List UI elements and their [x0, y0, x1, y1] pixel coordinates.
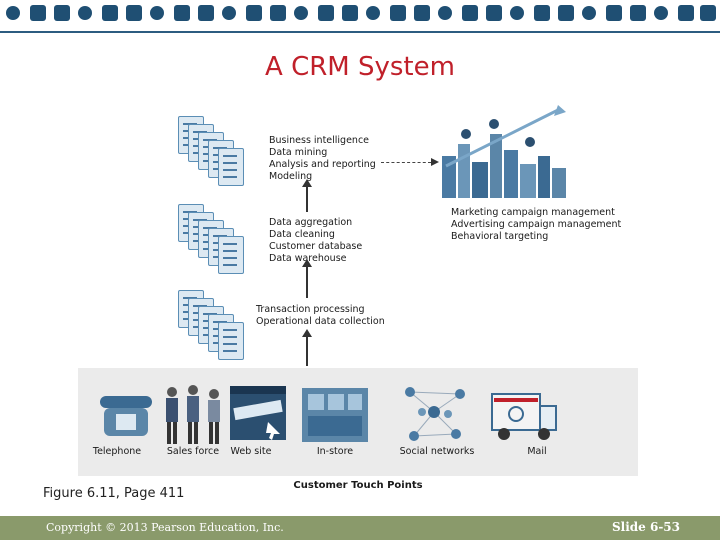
truck-icon [606, 5, 622, 21]
envelope-icon [462, 5, 478, 21]
layer-line: Operational data collection [256, 316, 385, 327]
server-icon [218, 148, 244, 186]
icon-banner [0, 0, 720, 33]
copyright-text: Copyright © 2013 Pearson Education, Inc. [46, 521, 284, 534]
layer-line: Transaction processing [256, 304, 365, 315]
at-sign-icon [438, 6, 452, 20]
up-arrow [302, 179, 312, 212]
wifi-icon [582, 6, 596, 20]
server-icon [218, 322, 244, 360]
server-icon [218, 236, 244, 274]
phone-icon [414, 5, 430, 21]
house-icon [174, 5, 190, 21]
web-site-icon [230, 386, 286, 440]
house-icon [390, 5, 406, 21]
plane-icon [678, 5, 694, 21]
touch-point-label: In-store [316, 446, 354, 457]
house-icon [630, 5, 646, 21]
globe-icon [294, 6, 308, 20]
sales-force-icon [166, 385, 220, 444]
touch-point-label: Mail [527, 446, 547, 457]
truck-icon [270, 5, 286, 21]
computer-icon [102, 5, 118, 21]
touch-point-label: Telephone [92, 446, 142, 457]
globe-icon [78, 6, 92, 20]
output-line: Marketing campaign management [451, 207, 615, 218]
layer-line: Customer database [269, 241, 363, 252]
telephone-icon [100, 396, 152, 436]
layer-line: Analysis and reporting [269, 159, 376, 170]
plane-icon [342, 5, 358, 21]
sms-icon [198, 5, 214, 21]
touch-points-strip: Telephone Sales force Web site In-store [78, 368, 638, 476]
in-store-icon [302, 388, 368, 442]
footer-bar: Copyright © 2013 Pearson Education, Inc.… [0, 516, 720, 540]
touch-points-title: Customer Touch Points [293, 480, 423, 491]
banner-divider [0, 31, 720, 33]
envelope-icon [700, 5, 716, 21]
wifi-icon [150, 6, 164, 20]
touch-point-label: Sales force [166, 446, 220, 457]
slide-title: A CRM System [265, 52, 455, 82]
computer-icon [318, 5, 334, 21]
up-arrow [302, 259, 312, 298]
phone-icon [54, 5, 70, 21]
layer-line: Business intelligence [269, 135, 370, 146]
touch-point-label: Web site [230, 446, 272, 457]
figure-caption: Figure 6.11, Page 411 [43, 486, 185, 501]
dashed-arrow [381, 158, 439, 166]
layer-line: Data warehouse [269, 253, 347, 264]
slide-number: Slide 6-53 [611, 520, 680, 534]
layer-transaction-labels: Transaction processing Operational data … [256, 304, 385, 328]
wifi-icon [366, 6, 380, 20]
campaign-outputs: Marketing campaign management Advertisin… [451, 207, 621, 243]
layer-bi-labels: Business intelligence Data mining Analys… [269, 135, 376, 183]
layer-line: Data aggregation [269, 217, 353, 228]
output-line: Behavioral targeting [451, 231, 549, 242]
cart-icon [126, 5, 142, 21]
at-sign-icon [6, 6, 20, 20]
server-stack-transactions [178, 290, 248, 370]
sms-icon [486, 5, 502, 21]
business-growth-illustration [442, 105, 566, 198]
mail-truck-icon [491, 393, 557, 440]
layer-line: Modeling [269, 171, 313, 182]
crm-diagram: Business intelligence Data mining Analys… [78, 104, 638, 504]
layer-line: Data cleaning [269, 229, 335, 240]
envelope-icon [246, 5, 262, 21]
layer-line: Data mining [269, 147, 328, 158]
touch-point-label: Social networks [399, 446, 475, 457]
social-network-icon [405, 387, 465, 441]
cart-icon [558, 5, 574, 21]
at-sign-icon [654, 6, 668, 20]
layer-warehouse-labels: Data aggregation Data cleaning Customer … [269, 217, 362, 265]
server-stack-bi [178, 116, 248, 196]
globe-icon [510, 6, 524, 20]
up-arrow [302, 329, 312, 366]
computer-icon [534, 5, 550, 21]
envelope-icon [30, 5, 46, 21]
at-sign-icon [222, 6, 236, 20]
output-line: Advertising campaign management [451, 219, 622, 230]
server-stack-warehouse [178, 204, 248, 284]
